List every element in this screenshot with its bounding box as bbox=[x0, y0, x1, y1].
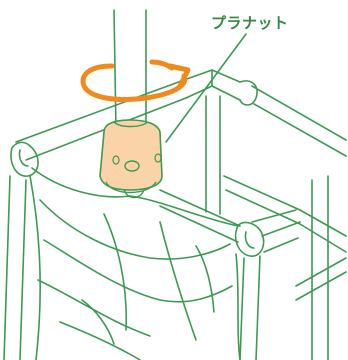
frame-right-front bbox=[160, 190, 300, 360]
pole bbox=[114, 10, 146, 133]
frame-left bbox=[4, 80, 186, 360]
planut-fitting bbox=[100, 120, 162, 198]
planut-label: プラナット bbox=[211, 12, 289, 33]
frame-back bbox=[184, 70, 346, 360]
rotation-arrow-icon bbox=[83, 62, 188, 100]
